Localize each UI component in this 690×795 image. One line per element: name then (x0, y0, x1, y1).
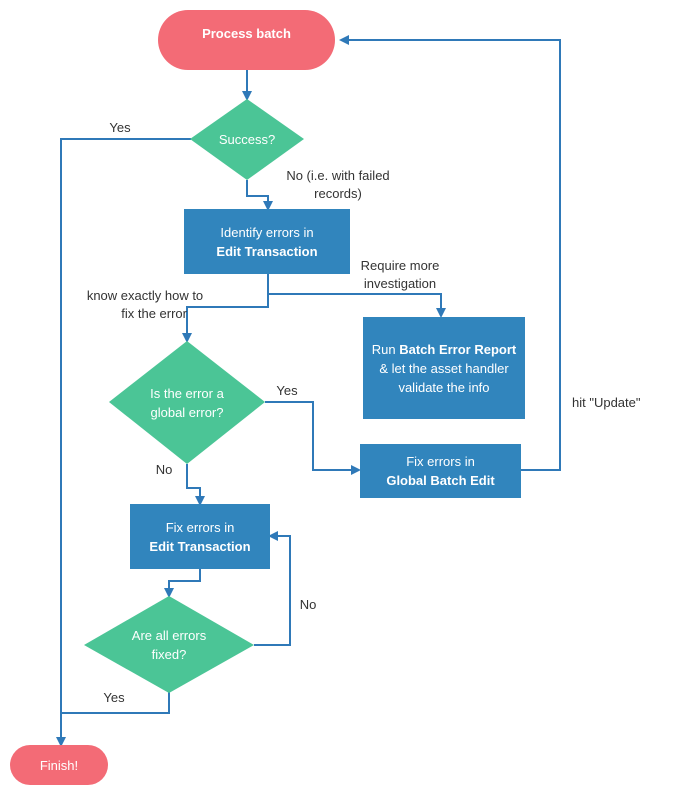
identify-errors-process (184, 209, 350, 274)
process-batch-text: Process batch (202, 25, 291, 41)
batch-error-report-process (363, 317, 525, 419)
fix-global-batch-edit-process (360, 444, 521, 498)
process-batch-label: Process batch (158, 10, 335, 56)
report-line3: validate the info (398, 379, 490, 395)
know-line1: know exactly how to (86, 288, 204, 303)
report-line1-bold: Batch Error Report (399, 341, 517, 357)
fix-edit-line2: Edit Transaction (149, 538, 251, 554)
all-errors-fixed-decision (84, 596, 254, 693)
success-text: Success? (218, 132, 276, 147)
success-decision (190, 99, 304, 180)
edge-label-require-investigation: Require more investigation (345, 257, 455, 293)
edge-label-yes-fixed: Yes (103, 690, 125, 705)
report-line1: Run Batch Error Report (372, 340, 517, 359)
no-success-line2: records) (314, 186, 362, 201)
finish-label: Finish! (10, 745, 108, 785)
identify-line2: Edit Transaction (216, 243, 318, 259)
global-error-label: Is the error a global error? (109, 341, 265, 464)
fix-edit-label: Fix errors in Edit Transaction (130, 504, 270, 569)
success-label: Success? (190, 99, 304, 180)
all-fixed-label: Are all errors fixed? (84, 596, 254, 693)
edge-label-no-global: No (155, 462, 173, 477)
fix-edit-transaction-process (130, 504, 270, 569)
report-line1-pre: Run (371, 341, 400, 357)
all-fixed-line1: Are all errors (131, 627, 207, 643)
no-success-line1: No (i.e. with failed (286, 168, 390, 183)
connector-fix-edit-to-all-fixed (164, 569, 201, 598)
connector-all-fixed-yes-to-finish (61, 692, 170, 714)
connector-global-yes-to-fix-global (265, 401, 361, 475)
edge-label-no-fixed: No (299, 597, 317, 612)
connector-fix-global-update-loop (339, 35, 561, 471)
edge-label-yes-global: Yes (276, 383, 298, 398)
fix-edit-line1: Fix errors in (165, 519, 235, 535)
all-fixed-line2: fixed? (151, 646, 187, 662)
connector-success-no-to-identify (246, 180, 273, 211)
require-line2: investigation (363, 276, 437, 291)
batch-error-report-label: Run Batch Error Report & let the asset h… (363, 317, 525, 419)
identify-errors-label: Identify errors in Edit Transaction (184, 209, 350, 274)
edge-label-yes-success: Yes (109, 120, 131, 135)
edge-label-no-success: No (i.e. with failed records) (268, 167, 408, 203)
finish-terminal (10, 745, 108, 785)
global-error-line1: Is the error a (150, 385, 224, 401)
report-line2: & let the asset handler (379, 360, 509, 376)
fix-global-line1: Fix errors in (406, 454, 475, 469)
connector-success-yes-to-finish (56, 138, 191, 747)
fix-global-label: Fix errors in Global Batch Edit (360, 444, 521, 498)
know-line2: fix the error (121, 306, 187, 321)
require-line1: Require more (360, 258, 440, 273)
connector-identify-to-global-decision (182, 274, 269, 343)
identify-line1: Identify errors in (220, 224, 314, 240)
global-error-line2: global error? (150, 404, 224, 420)
edge-label-know-how: know exactly how to fix the error (70, 287, 220, 323)
fix-global-line2: Global Batch Edit (386, 473, 495, 488)
connector-global-no-to-fix-edit (186, 464, 205, 506)
global-error-decision (109, 341, 265, 464)
edge-label-hit-update: hit "Update" (572, 395, 641, 410)
connector-all-fixed-no-loop (254, 531, 291, 646)
finish-text: Finish! (39, 757, 79, 773)
process-batch-terminal (158, 10, 335, 70)
